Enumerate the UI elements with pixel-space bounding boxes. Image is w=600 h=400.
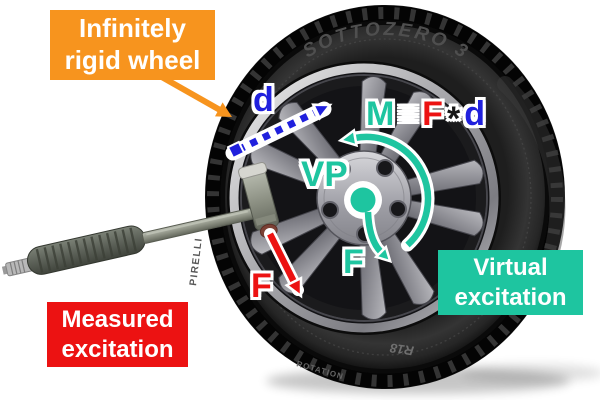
measured-force-label: F — [251, 267, 272, 305]
grip-ribs — [35, 227, 137, 273]
equation-times-symbol: * — [446, 100, 461, 139]
virtual-force-label: F — [343, 243, 364, 281]
hammer-head-collar — [255, 213, 277, 226]
equation-force-symbol: F — [422, 95, 443, 133]
moment-arm-start-marker — [226, 140, 246, 160]
virtual-moment-arc — [337, 128, 435, 252]
hammer-head-cap — [238, 161, 268, 180]
moment-arm-label: d — [253, 81, 274, 119]
moment-arm-dotted-line — [225, 101, 333, 161]
moment-arm-arrowhead — [311, 103, 333, 121]
sidewall-fine-print-ring — [238, 38, 532, 356]
tire-size-text: R18 — [388, 340, 414, 358]
virtual-force-arrow — [362, 206, 393, 264]
rigid-wheel-arrow — [158, 73, 232, 117]
equation-arm-symbol: d — [464, 95, 485, 133]
tire-brand-text: PIRELLI — [188, 237, 205, 287]
equation-identical-symbol: ≡ — [398, 95, 419, 133]
equation-moment-symbol: M — [366, 95, 395, 133]
virtual-excitation-callout: Virtual excitation — [438, 250, 583, 315]
virtual-point-label: VP — [301, 155, 348, 194]
virtual-point-marker — [350, 187, 376, 213]
measured-force-arrow — [264, 228, 304, 299]
rigid-wheel-callout: Infinitely rigid wheel — [50, 10, 215, 80]
measured-excitation-callout: Measured excitation — [47, 302, 188, 367]
moment-equation: M ≡ F * d — [366, 95, 485, 138]
tread-blocks — [207, 7, 563, 387]
annotation-arrows — [158, 73, 435, 299]
impact-hammer — [1, 161, 279, 277]
